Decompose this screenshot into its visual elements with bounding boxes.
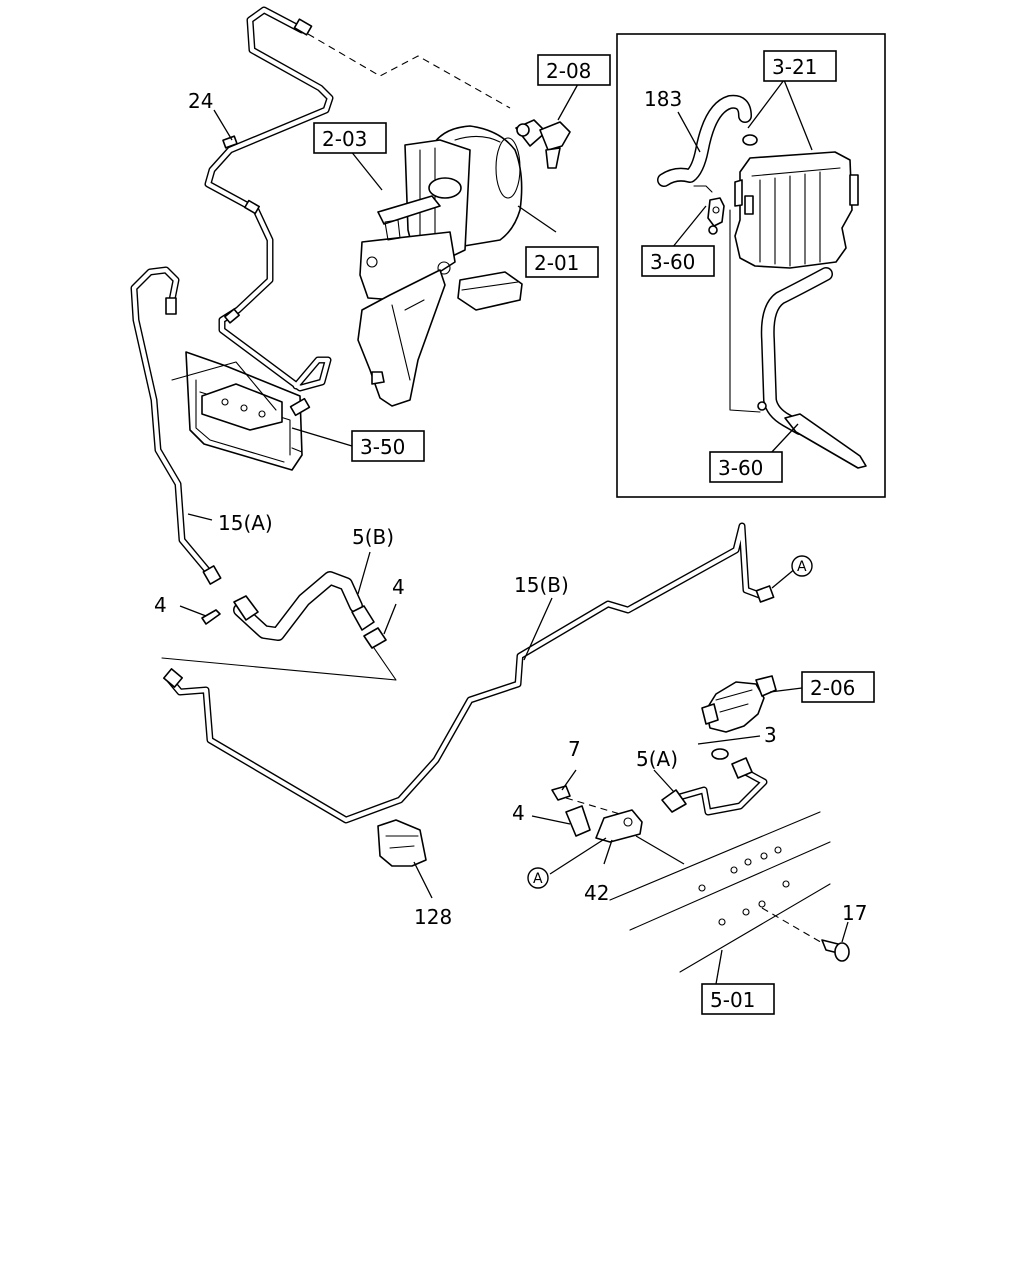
hose-5a: [661, 757, 768, 816]
label-128: 128: [414, 905, 452, 929]
reservoir-feed-hose: [729, 209, 867, 469]
reservoir-tank: [734, 151, 859, 269]
bracket-42: [565, 805, 643, 843]
dash-line-top: [307, 33, 511, 109]
clutch-slave-cylinder: [701, 675, 777, 733]
connector-a-upper-text: A: [797, 559, 807, 575]
label-4-left: 4: [154, 593, 167, 617]
pipe-15a: [130, 266, 222, 585]
label-24: 24: [188, 89, 213, 113]
label-4-lower: 4: [512, 801, 525, 825]
inset-frame: [616, 33, 886, 498]
label-42: 42: [584, 881, 609, 905]
hose-183: [657, 94, 752, 193]
pipe-15b: [162, 522, 775, 824]
ref-2-06: 2-06: [810, 676, 855, 700]
bolt-17: [821, 939, 850, 962]
label-3: 3: [764, 723, 777, 747]
clip-4-right: [363, 627, 387, 649]
clamp-128: [377, 819, 427, 867]
label-17: 17: [842, 901, 867, 925]
pipe-24: [204, 6, 334, 417]
bracket-leader-triangle: [171, 361, 277, 411]
hose-5b: [233, 571, 375, 641]
ref-2-08: 2-08: [546, 59, 591, 83]
clip-4-left: [201, 609, 221, 625]
ref-2-03: 2-03: [322, 127, 367, 151]
ref-2-01: 2-01: [534, 251, 579, 275]
ref-3-60-upper: 3-60: [650, 250, 695, 274]
label-15b: 15(B): [514, 573, 569, 597]
label-5a: 5(A): [636, 747, 678, 771]
ref-3-50: 3-50: [360, 435, 405, 459]
label-7: 7: [568, 737, 581, 761]
frame-rail-5-01: [609, 811, 831, 973]
connector-a-lower-text: A: [533, 871, 543, 887]
connector-a-lower: [527, 867, 549, 889]
label-5b: 5(B): [352, 525, 394, 549]
pipe-bracket-3-50: [185, 351, 303, 471]
nut-7: [551, 785, 571, 801]
label-4-right: 4: [392, 575, 405, 599]
hose-clamp: [742, 134, 758, 146]
ref-3-60-lower: 3-60: [718, 456, 763, 480]
bolt-17-leader: [761, 907, 825, 945]
label-15a: 15(A): [218, 511, 273, 535]
clip-leader-triangle: [161, 647, 397, 681]
label-183: 183: [644, 87, 682, 111]
nut-7-leader: [565, 797, 621, 815]
leader-lines: [179, 79, 849, 985]
washer-3: [711, 748, 729, 760]
clutch-master-cylinder-pedal: [357, 119, 571, 407]
reservoir-fitting: [707, 197, 725, 235]
ref-5-01: 5-01: [710, 988, 755, 1012]
connector-a-upper: [791, 555, 813, 577]
ref-3-21: 3-21: [772, 55, 817, 79]
